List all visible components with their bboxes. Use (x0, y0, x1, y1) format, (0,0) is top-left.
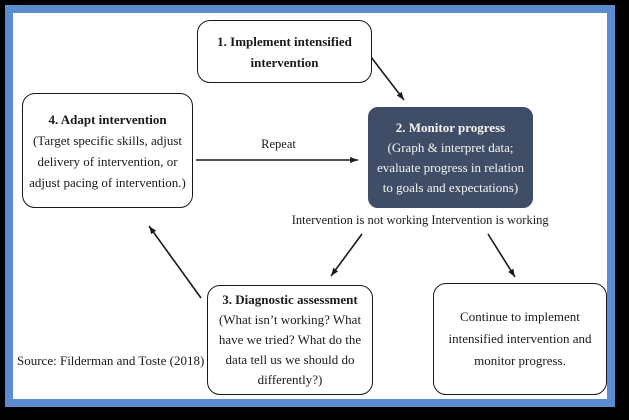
box-diagnostic-body-line: data tell us we should do (225, 352, 355, 367)
box-implement-intervention: 1. Implement intensified intervention (197, 20, 372, 83)
box-diagnostic-body-line: (What isn’t working? What (218, 312, 362, 327)
box-monitor-body-line: evaluate progress in relation (377, 159, 524, 175)
box-adapt-body-line: delivery of intervention, or (37, 153, 178, 169)
box-continue-body-line: Continue to implement (460, 309, 580, 324)
box-monitor-progress: 2. Monitor progress (Graph & interpret d… (368, 107, 533, 208)
intervention-working-label: Intervention is working (431, 213, 549, 227)
box-monitor-title: 2. Monitor progress (395, 119, 506, 135)
intervention-not-working-label: Intervention is not working (291, 213, 429, 227)
repeat-arrow-label: Repeat (261, 137, 296, 151)
box-diagnostic-assessment: 3. Diagnostic assessment (What isn’t wor… (207, 285, 373, 395)
box-adapt-body-line: adjust pacing of intervention.) (29, 174, 186, 190)
box-monitor-body-line: (Graph & interpret data; (387, 139, 514, 155)
box-continue-body-line: intensified intervention and (448, 331, 592, 346)
box-adapt-intervention: 4. Adapt intervention (Target specific s… (22, 93, 193, 208)
box-implement-line: 1. Implement intensified (217, 33, 352, 49)
box-continue-body-line: monitor progress. (474, 353, 566, 368)
source-citation: Source: Filderman and Toste (2018) (17, 353, 205, 368)
box-diagnostic-body-line: have we tried? What do the (218, 332, 362, 347)
box-diagnostic-title: 3. Diagnostic assessment (222, 292, 358, 307)
box-adapt-title: 4. Adapt intervention (48, 111, 167, 127)
box-adapt-body-line: (Target specific skills, adjust (32, 132, 183, 148)
box-diagnostic-body-line: differently?) (257, 372, 323, 387)
box-monitor-body-line: to goals and expectations) (382, 179, 519, 195)
box-continue-implementation: Continue to implement intensified interv… (433, 283, 607, 395)
box-implement-line: intervention (250, 54, 319, 70)
